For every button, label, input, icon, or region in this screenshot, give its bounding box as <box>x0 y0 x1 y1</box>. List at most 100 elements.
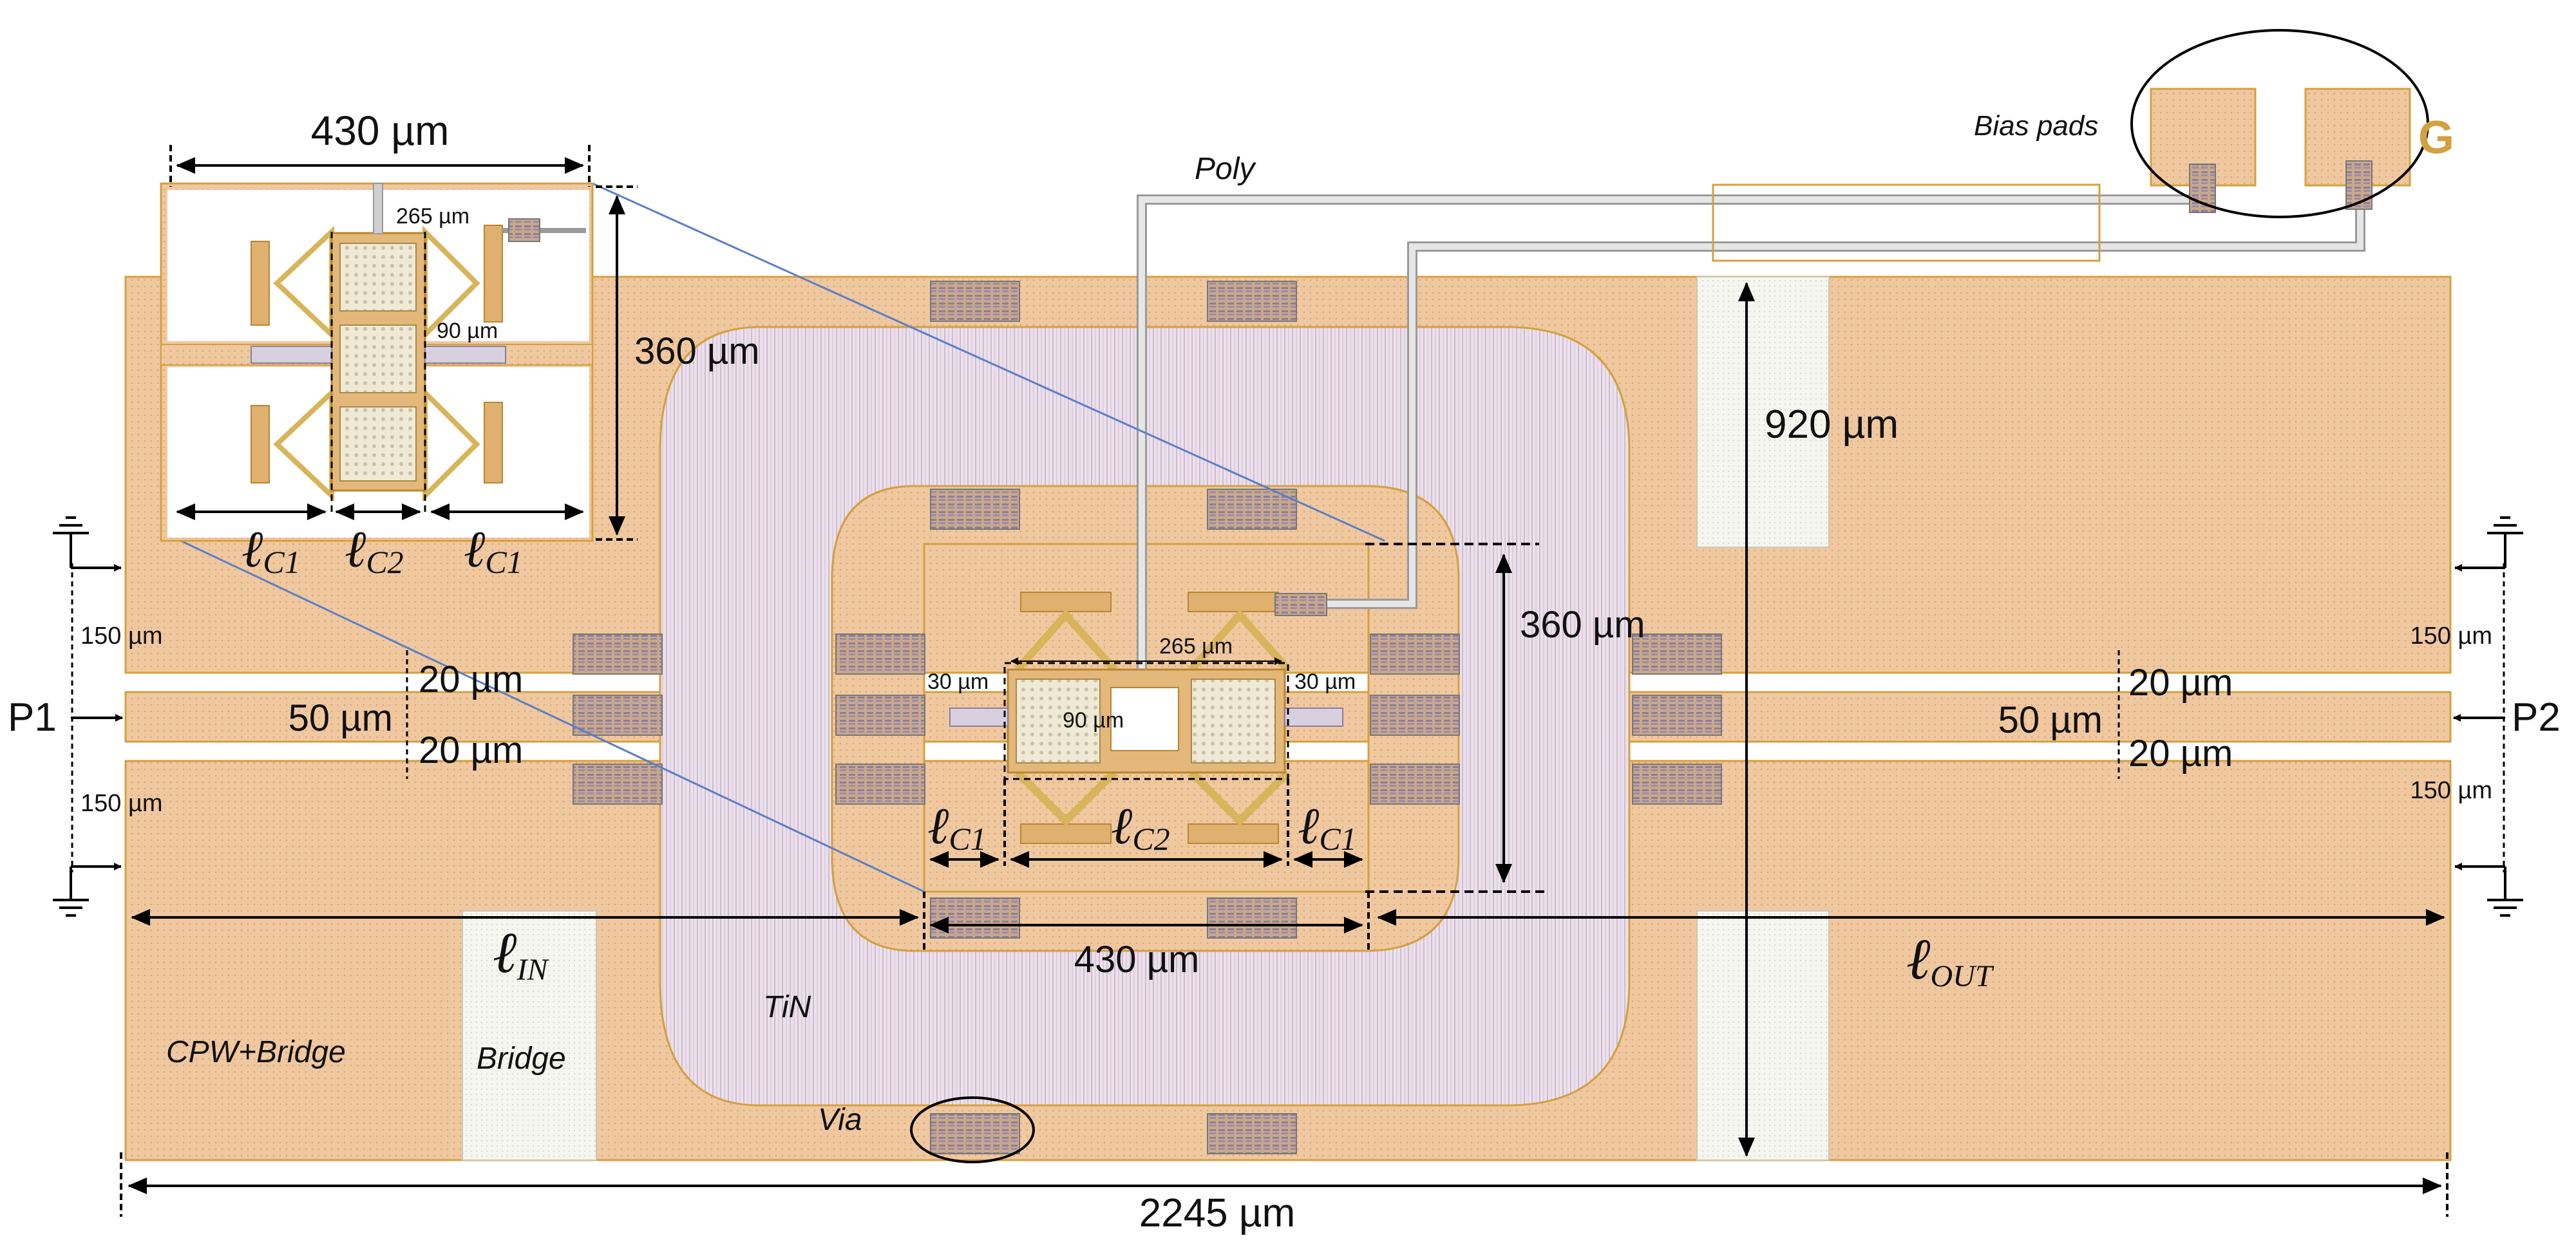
via <box>1207 281 1297 322</box>
via <box>930 1113 1020 1154</box>
center-bar-bottom-left <box>1020 823 1112 844</box>
via <box>1632 633 1722 675</box>
ground-icon <box>2487 867 2523 917</box>
via <box>573 633 663 675</box>
zoom-connector-bottom <box>173 536 925 893</box>
inner-30-left-label: 30 µm <box>927 670 989 694</box>
via <box>1632 695 1722 736</box>
inner-lc1-left-label: ℓC1 <box>927 798 987 857</box>
inset-bar-top-left <box>251 241 270 326</box>
inset-lc1-left-label: ℓC1 <box>242 521 301 580</box>
via <box>1207 489 1297 530</box>
bias-pads-highlight <box>2130 29 2429 218</box>
center-bar-top-left <box>1020 592 1112 612</box>
inset-265-label: 265 µm <box>396 204 469 229</box>
l-out-label: ℓOUT <box>1906 928 1994 993</box>
center-diamond-bottom <box>1014 769 1291 827</box>
center-bar-top-right <box>1188 592 1279 612</box>
via <box>1207 1113 1297 1154</box>
center-cap-left <box>1016 679 1101 764</box>
inset-bias-contact <box>508 218 540 242</box>
via <box>930 897 1020 939</box>
inset-cap-3 <box>339 406 417 482</box>
inset-width-label: 430 µm <box>311 108 450 154</box>
port-connections <box>53 516 2523 917</box>
bias-pads-label: Bias pads <box>1974 110 2098 142</box>
zoom-connector-top <box>592 182 1385 542</box>
right-gap-bottom-label: 20 µm <box>2128 733 2233 774</box>
bridge-label: Bridge <box>477 1042 566 1076</box>
ground-icon <box>53 516 89 568</box>
inset-height-label: 360 µm <box>634 330 760 372</box>
center-cap-right <box>1191 679 1276 764</box>
left-gap-bottom-label: 20 µm <box>419 729 523 771</box>
total-width-label: 2245 µm <box>1139 1191 1296 1235</box>
center-device <box>949 592 1343 844</box>
left-signal-label: 50 µm <box>289 697 393 739</box>
center-right-feed <box>1284 708 1343 727</box>
height-920-label: 920 µm <box>1765 402 1899 447</box>
poly-label: Poly <box>1195 152 1256 186</box>
bridge-input <box>462 910 597 1161</box>
bias-g-label: G <box>2418 112 2454 164</box>
right-gap-top-label: 20 µm <box>2128 662 2233 704</box>
via <box>835 695 925 736</box>
poly-line-2-core <box>1320 193 2363 607</box>
inner-lc1-right-label: ℓC1 <box>1298 798 1357 857</box>
right-150-top-label: 150 µm <box>2410 623 2492 650</box>
p2-label: P2 <box>2512 695 2561 740</box>
inset-cap-2 <box>339 324 417 393</box>
tin-label: TiN <box>763 990 811 1024</box>
via-highlight <box>910 1096 1035 1163</box>
inner-height-label: 360 µm <box>1520 604 1645 646</box>
inner-lc2-label: ℓC2 <box>1111 798 1170 857</box>
via <box>835 764 925 805</box>
poly-line-1-core <box>1139 196 2206 670</box>
left-150-top-label: 150 µm <box>80 623 163 650</box>
via <box>573 695 663 736</box>
via <box>1370 764 1460 805</box>
inset-poly-stub <box>373 183 383 234</box>
via <box>835 633 925 675</box>
cpw-bridge-label: CPW+Bridge <box>166 1035 346 1069</box>
via <box>1370 695 1460 736</box>
inset-90-label: 90 µm <box>437 319 498 343</box>
via <box>573 764 663 805</box>
inner-30-right-label: 30 µm <box>1294 670 1356 694</box>
via <box>930 489 1020 530</box>
center-left-feed <box>949 708 1009 727</box>
inset-lc1-right-label: ℓC1 <box>464 521 523 580</box>
poly-overlap-box <box>1712 183 2101 262</box>
p1-label: P1 <box>8 695 57 740</box>
center-diamond-top <box>1014 608 1291 672</box>
inset-right-feed <box>424 346 506 364</box>
via-label: Via <box>818 1103 862 1137</box>
right-150-bottom-label: 150 µm <box>2410 777 2492 804</box>
bridge-output-top <box>1696 276 1830 548</box>
inset-zoom <box>160 182 1385 893</box>
center-bias-contact <box>1274 593 1327 616</box>
inner-width-label: 430 µm <box>1074 939 1200 980</box>
inset-cap-1 <box>339 243 417 312</box>
inset-lc2-label: ℓC2 <box>345 521 404 580</box>
ground-icon <box>53 867 89 917</box>
ground-icon <box>2487 516 2523 568</box>
inner-90-label: 90 µm <box>1063 708 1124 733</box>
inset-left-feed <box>251 346 332 364</box>
via <box>1370 633 1460 675</box>
center-void <box>1110 687 1179 751</box>
left-gap-top-label: 20 µm <box>419 659 523 700</box>
via <box>930 281 1020 322</box>
right-signal-label: 50 µm <box>1998 699 2103 741</box>
inset-bar-top-right <box>484 225 503 323</box>
left-150-bottom-label: 150 µm <box>80 790 163 817</box>
via <box>1632 764 1722 805</box>
via <box>1207 897 1297 939</box>
center-dashed-outline <box>1003 662 1289 780</box>
bridge-output-bottom <box>1696 910 1830 1161</box>
l-in-label: ℓIN <box>493 921 549 987</box>
center-bar-bottom-right <box>1188 823 1279 844</box>
inner-265-label: 265 µm <box>1159 634 1233 659</box>
inset-bar-bottom-right <box>484 402 503 483</box>
